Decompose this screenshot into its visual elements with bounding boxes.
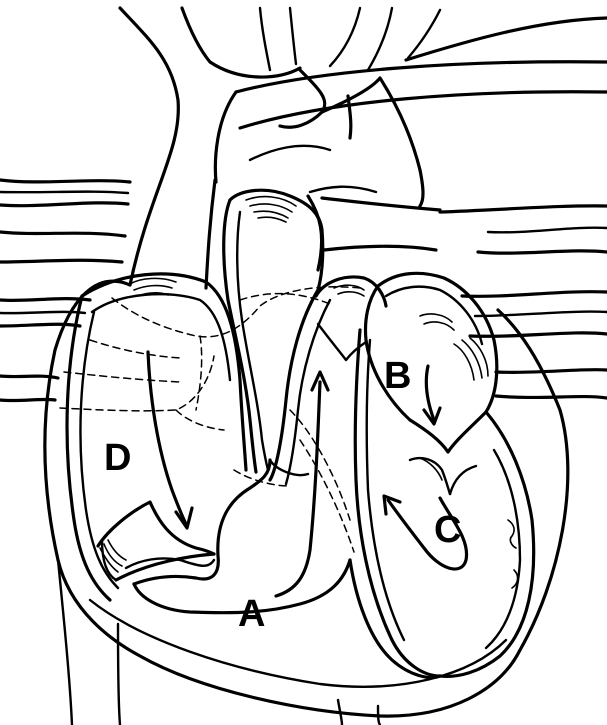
label-c: C	[434, 509, 461, 551]
mitral-valve	[410, 412, 486, 494]
flow-arrow-b	[424, 366, 440, 424]
pulmonary-trunk	[308, 196, 440, 270]
heart-outline	[45, 281, 568, 725]
pulmonary-outflow	[224, 190, 323, 472]
right-ventricle	[134, 460, 350, 613]
flow-arrow-a	[276, 372, 328, 596]
tricuspid-valve	[98, 502, 214, 580]
septum	[270, 290, 440, 677]
label-d: D	[104, 437, 131, 479]
label-a: A	[238, 593, 265, 635]
pulmonary-veins-right	[440, 206, 607, 398]
dashed-contours	[60, 287, 360, 552]
label-b: B	[384, 355, 411, 397]
flow-arrow-d	[148, 352, 192, 528]
pulmonary-veins-left	[0, 180, 130, 401]
